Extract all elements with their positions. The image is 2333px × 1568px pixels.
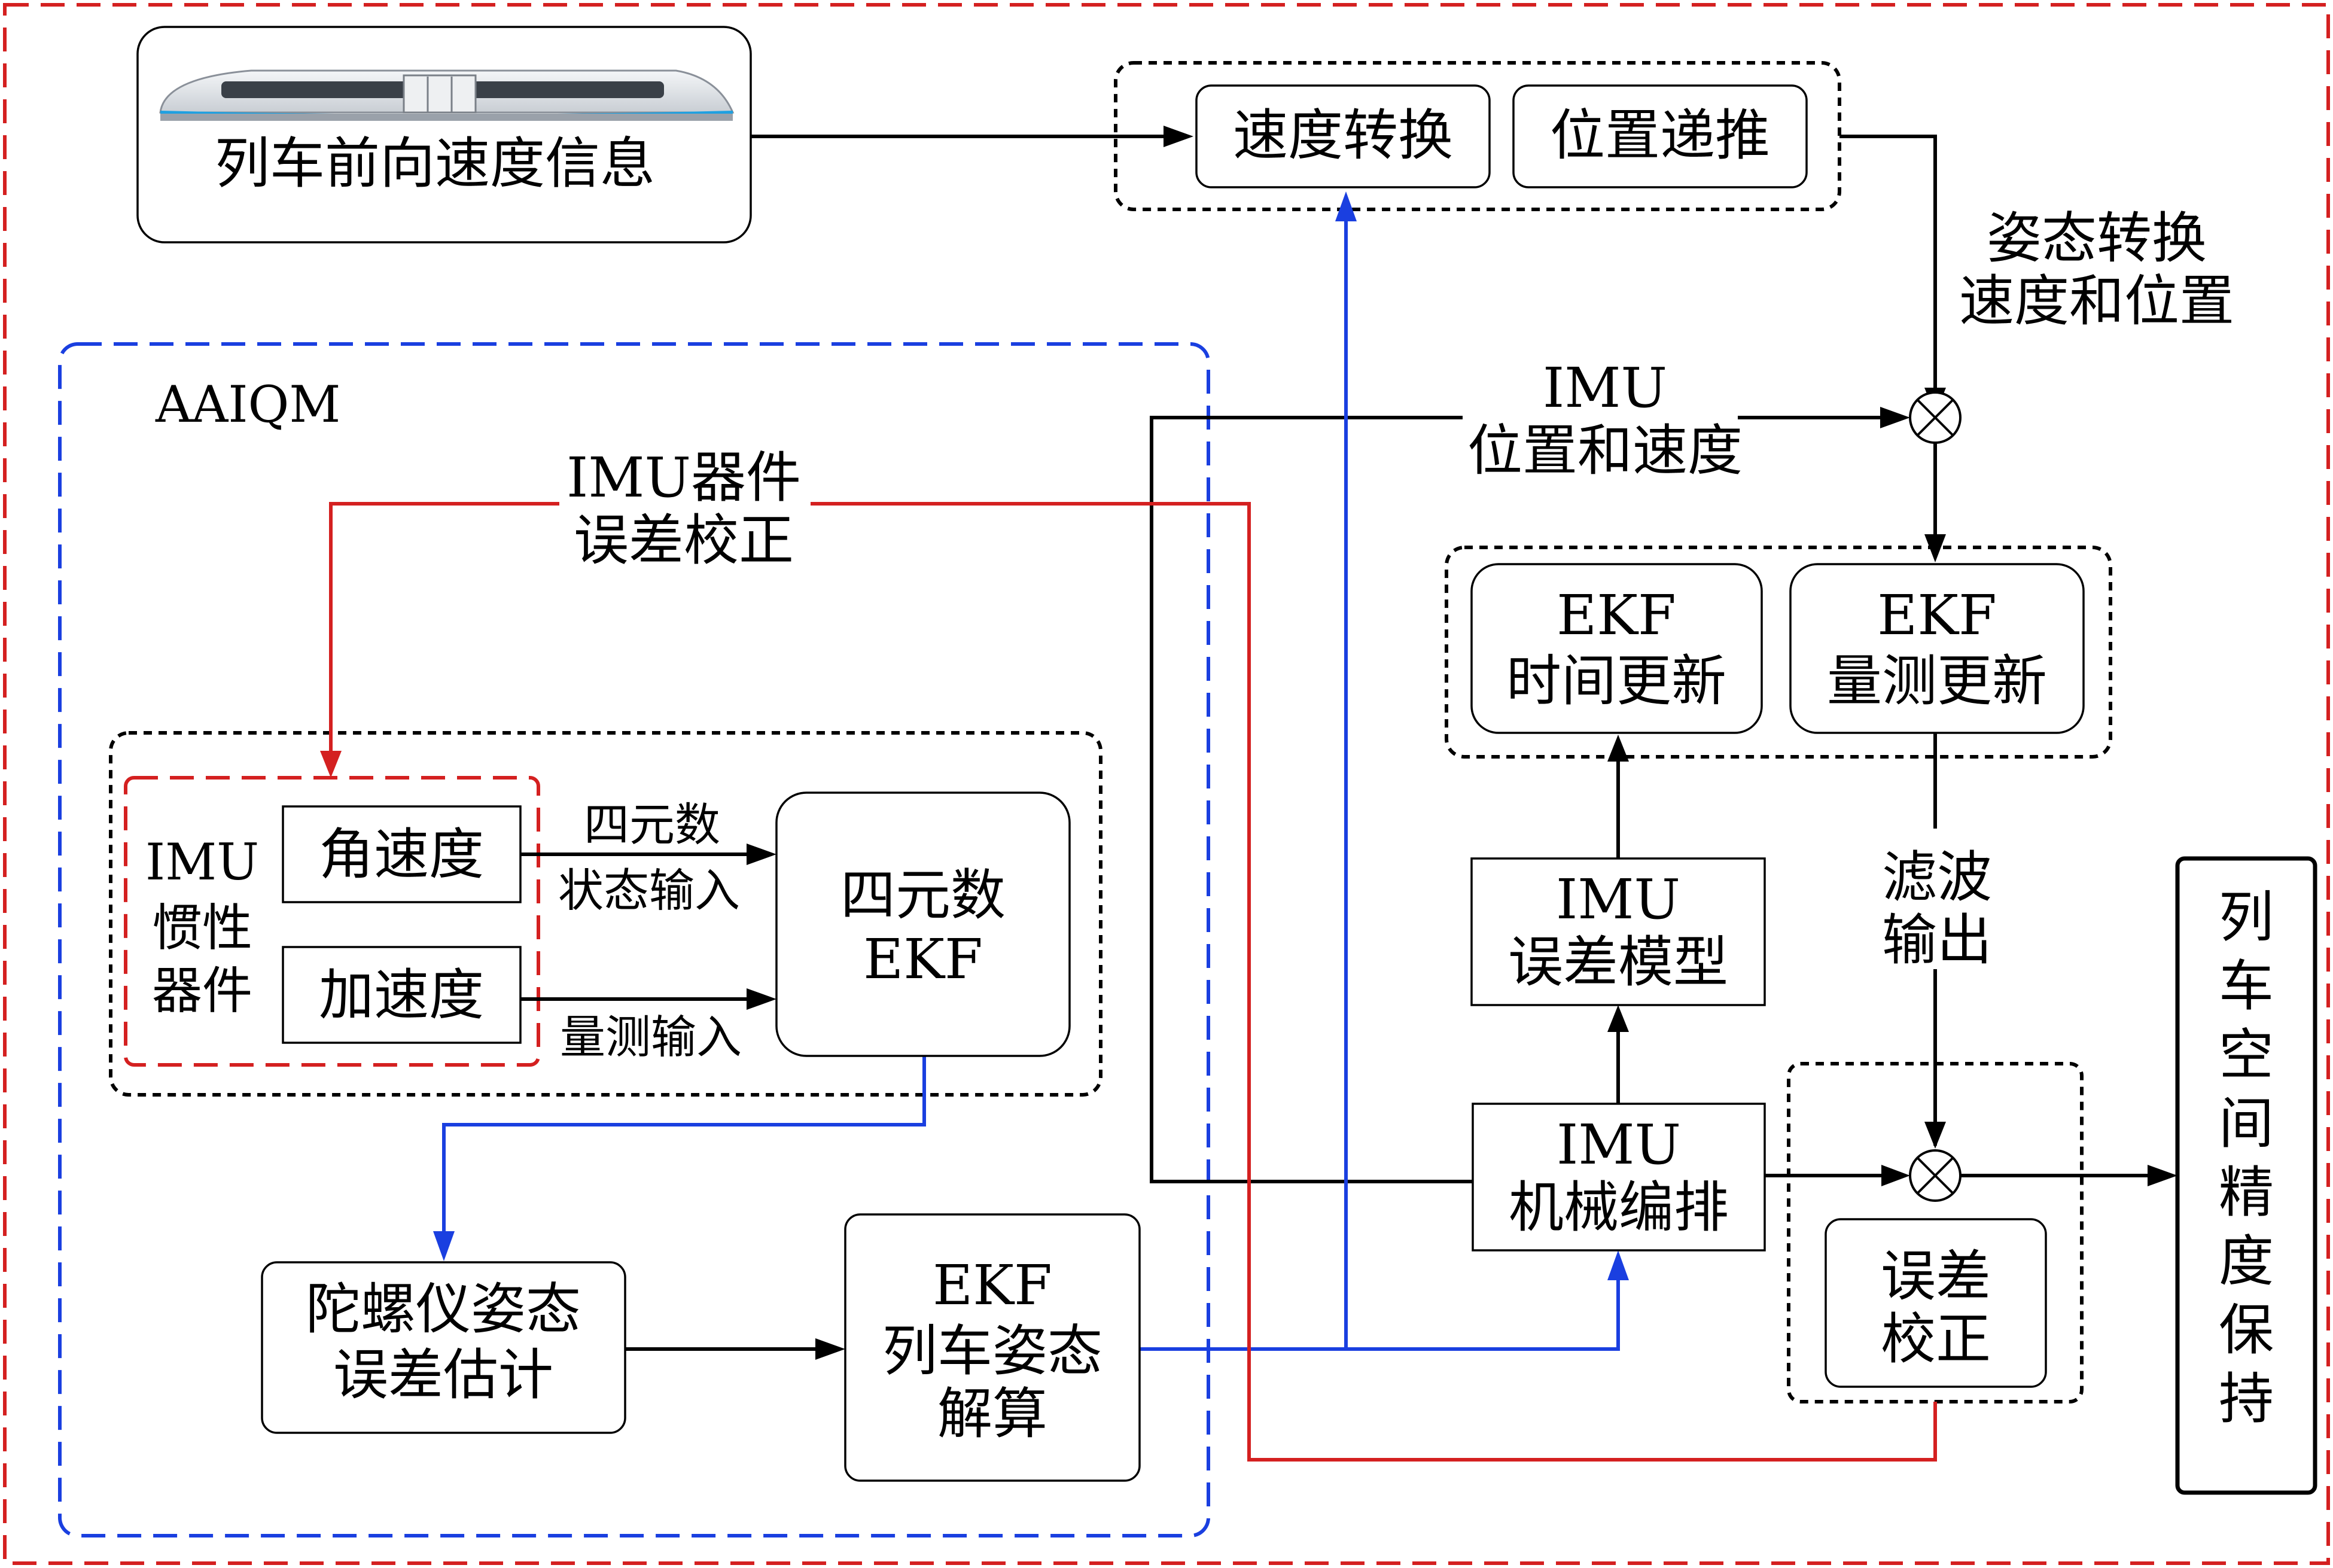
- filter-output-label-1: 滤波: [1882, 845, 1992, 909]
- speed-conversion-label: 速度转换: [1233, 103, 1453, 168]
- output-char-5: 精: [2219, 1161, 2274, 1225]
- ekf-time-update-label-1: EKF: [1557, 583, 1676, 647]
- gyro-attitude-error-label-1: 陀螺仪姿态: [306, 1277, 581, 1341]
- angular-to-ekf-arrowhead: [747, 844, 776, 865]
- gyro-attitude-error-block: [261, 1261, 626, 1434]
- attitude-to-speed-arrowhead: [1335, 191, 1357, 221]
- quaternion-ekf-block: [775, 791, 1071, 1057]
- angular-velocity-block: [282, 805, 522, 903]
- error-feedback-arrowhead: [320, 751, 342, 778]
- imu-error-model-block: [1470, 857, 1766, 1006]
- imu-pos-vel-arrowhead: [1880, 407, 1910, 428]
- imu-devices-label-2: 惯性: [152, 899, 252, 957]
- outer-boundary: [3, 3, 2330, 1565]
- ekf-measurement-update-label-1: EKF: [1877, 583, 1997, 647]
- imu-error-model-label-1: IMU: [1556, 867, 1680, 931]
- ekf-update-group: [1445, 546, 2112, 759]
- mech-to-sum-arrowhead: [1881, 1165, 1910, 1186]
- imu-devices-label-1: IMU: [145, 833, 259, 891]
- error-feedback-line: [329, 502, 1937, 1462]
- filter-output-arrowhead: [1924, 1122, 1946, 1149]
- aaiqm-label: AAIQM: [155, 375, 340, 434]
- bottom-summing-junction: [1909, 1149, 1962, 1202]
- ekf-train-attitude-label-3: 解算: [937, 1382, 1047, 1446]
- output-char-8: 持: [2219, 1367, 2274, 1431]
- imu-error-model-label-2: 误差模型: [1508, 930, 1728, 994]
- attitude-to-mech-arrowhead: [1607, 1250, 1629, 1280]
- imu-mechanization-label-2: 机械编排: [1509, 1176, 1729, 1240]
- mech-to-error-model-arrowhead: [1607, 1005, 1629, 1032]
- attitude-converted-label-2: 速度和位置: [1959, 269, 2234, 333]
- quaternion-state-input-label-2: 状态输入: [558, 864, 740, 917]
- speed-position-group: [1114, 61, 1841, 211]
- accel-to-ekf-arrowhead: [747, 988, 776, 1010]
- ekf-time-update-label-2: 时间更新: [1506, 649, 1726, 713]
- filter-output-label-2: 输出: [1882, 908, 1992, 972]
- ekf-train-attitude-label-2: 列车姿态: [882, 1319, 1102, 1383]
- output-char-7: 保: [2219, 1298, 2274, 1362]
- output-char-3: 空: [2219, 1023, 2274, 1087]
- imu-devices-label-3: 器件: [152, 961, 252, 1020]
- ekf-time-update-block: [1470, 563, 1763, 734]
- output-char-2: 车: [2219, 954, 2274, 1018]
- error-correction-label-1: 误差: [1881, 1244, 1991, 1308]
- imu-error-correction-label-2: 误差校正: [574, 509, 794, 573]
- sum-to-output-arrowhead: [2148, 1165, 2177, 1186]
- quaternion-to-gyro-arrowhead: [433, 1231, 455, 1261]
- attitude-to-mech-line: [1140, 1280, 1620, 1351]
- aaiqm-boundary: [58, 342, 1210, 1537]
- imu-mechanization-block: [1472, 1103, 1766, 1252]
- output-char-4: 间: [2219, 1092, 2274, 1156]
- position-reckoning-label: 位置递推: [1550, 103, 1770, 168]
- acceleration-block: [282, 946, 522, 1044]
- imu-mechanization-label-1: IMU: [1557, 1113, 1681, 1177]
- imu-device-group: [124, 776, 540, 1067]
- output-char-6: 度: [2219, 1229, 2274, 1293]
- attitude-converted-label-1: 姿态转换: [1987, 206, 2207, 270]
- position-to-sum-line: [1839, 135, 1937, 389]
- imu-error-correction-label-1: IMU器件: [567, 446, 801, 510]
- quaternion-ekf-label-2: EKF: [863, 927, 983, 991]
- ekf-measurement-update-label-2: 量测更新: [1827, 649, 2047, 713]
- gyro-to-ekf-arrowhead: [815, 1338, 845, 1360]
- train-speed-info-label: 列车前向速度信息: [215, 132, 655, 196]
- error-correction-block: [1825, 1218, 2047, 1388]
- imu-quaternion-group: [109, 731, 1102, 1097]
- train-spatial-accuracy-block: [2175, 856, 2317, 1495]
- acceleration-label: 加速度: [319, 963, 484, 1027]
- error-model-to-time-update-arrowhead: [1607, 735, 1629, 762]
- top-summing-junction: [1909, 391, 1962, 444]
- imu-pos-vel-label-1: IMU: [1543, 356, 1667, 420]
- imu-pos-vel-label-bg: [1463, 356, 1738, 482]
- ekf-measurement-update-block: [1789, 563, 2085, 734]
- sum-to-ekf-arrowhead: [1924, 534, 1946, 562]
- ekf-train-attitude-label-1: EKF: [933, 1253, 1052, 1317]
- angular-velocity-label: 角速度: [319, 823, 484, 887]
- position-reckoning-block: [1512, 84, 1808, 188]
- quaternion-to-gyro-line: [442, 1056, 926, 1232]
- imu-pos-vel-label-2: 位置和速度: [1467, 419, 1743, 483]
- error-correction-label-2: 校正: [1881, 1307, 1991, 1371]
- quaternion-state-input-label-1: 四元数: [584, 798, 720, 851]
- ekf-train-attitude-block: [844, 1213, 1141, 1482]
- measurement-input-label: 量测输入: [560, 1010, 742, 1064]
- imu-pos-vel-line: [1150, 416, 1881, 1183]
- gyro-attitude-error-label-2: 误差估计: [333, 1343, 553, 1407]
- train-icon: [159, 69, 735, 121]
- output-char-1: 列: [2219, 885, 2274, 949]
- imu-error-correction-label-bg: [559, 446, 811, 574]
- speed-conversion-block: [1195, 84, 1491, 188]
- quaternion-ekf-label-1: 四元数: [840, 863, 1006, 927]
- train-to-speed-arrowhead: [1164, 126, 1193, 147]
